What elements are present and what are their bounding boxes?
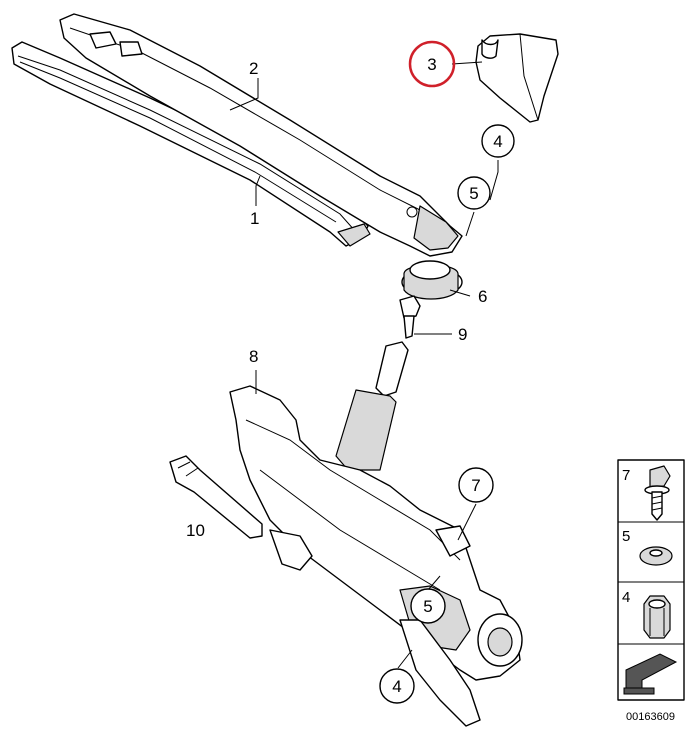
label-part-10: 10: [186, 521, 205, 540]
footnote-arrow-icon: [623, 653, 678, 695]
highlight-ring: [408, 40, 456, 88]
label-part-4-bottom[interactable]: 4: [392, 677, 401, 696]
label-part-8: 8: [249, 347, 258, 366]
callout-circle-7: [458, 467, 494, 503]
label-part-5-top[interactable]: 5: [469, 184, 478, 203]
callout-circle-5-bottom: [410, 588, 446, 624]
label-part-1: 1: [250, 209, 259, 228]
label-part-2: 2: [249, 59, 258, 78]
wiper-motor-assembly[interactable]: [229, 341, 523, 727]
callout-circle-4-bottom: [379, 668, 415, 704]
legend-num-5: 5: [622, 528, 630, 545]
label-part-3[interactable]: 3: [427, 55, 436, 74]
label-part-9: 9: [458, 325, 467, 344]
washer-icon: [639, 546, 673, 566]
grommet[interactable]: [401, 260, 463, 300]
wiper-arm[interactable]: [59, 13, 463, 257]
wiper-blade[interactable]: [11, 41, 371, 247]
legend-num-7: 7: [622, 467, 630, 484]
leader-lines: [229, 61, 499, 669]
connecting-rod[interactable]: [169, 455, 263, 539]
callout-circle-5-top: [457, 176, 491, 210]
legend-num-4: 4: [622, 589, 630, 606]
label-part-7[interactable]: 7: [471, 476, 480, 495]
wiper-arm-cap[interactable]: [475, 33, 559, 123]
bolt-icon: [644, 465, 671, 521]
callout-circle-4-top: [481, 124, 515, 158]
document-id: 00163609: [626, 711, 675, 723]
fastener-legend: 7 5 4: [617, 459, 685, 701]
label-part-6: 6: [478, 287, 487, 306]
label-part-5-bottom[interactable]: 5: [423, 597, 432, 616]
spindle-clip[interactable]: [399, 295, 421, 339]
label-part-4-top[interactable]: 4: [493, 132, 502, 151]
nut-icon: [643, 595, 671, 639]
